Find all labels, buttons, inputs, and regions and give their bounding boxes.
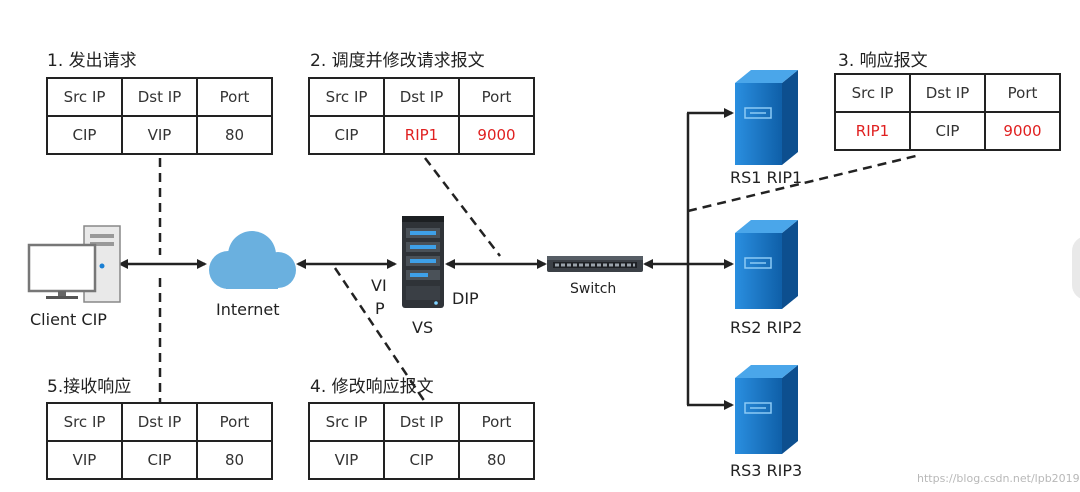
vip-label-line2: P (375, 299, 385, 318)
header-src-ip: Src IP (308, 402, 385, 442)
header-port: Port (984, 73, 1061, 113)
vip-label-line1: VI (371, 276, 387, 295)
src-ip-value: CIP (46, 115, 123, 155)
dst-ip-value: VIP (121, 115, 198, 155)
step1-title: 1. 发出请求 (47, 51, 137, 71)
step2-packet-table: Src IP Dst IP Port CIP RIP1 9000 (308, 77, 535, 155)
rs2-label: RS2 RIP2 (730, 318, 803, 337)
header-port: Port (458, 402, 535, 442)
header-dst-ip: Dst IP (909, 73, 986, 113)
rs3-server-icon (735, 365, 798, 454)
header-src-ip: Src IP (308, 77, 385, 117)
port-value: 80 (196, 115, 273, 155)
port-value: 80 (458, 440, 535, 480)
vs-server-icon (402, 216, 444, 308)
switch-label: Switch (570, 281, 617, 297)
step5-title: 5.接收响应 (47, 377, 132, 397)
header-src-ip: Src IP (46, 77, 123, 117)
port-value: 9000 (458, 115, 535, 155)
internet-label: Internet (216, 300, 280, 319)
header-dst-ip: Dst IP (383, 402, 460, 442)
dst-ip-value: CIP (383, 440, 460, 480)
dst-ip-value: CIP (121, 440, 198, 480)
header-port: Port (196, 402, 273, 442)
header-port: Port (196, 77, 273, 117)
header-dst-ip: Dst IP (121, 77, 198, 117)
step1-packet-table: Src IP Dst IP Port CIP VIP 80 (46, 77, 273, 155)
port-value: 9000 (984, 111, 1061, 151)
rs3-label: RS3 RIP3 (730, 461, 803, 480)
src-ip-value: VIP (46, 440, 123, 480)
step4-title: 4. 修改响应报文 (310, 377, 434, 397)
rs1-server-icon (735, 70, 798, 165)
step3-title: 3. 响应报文 (838, 51, 928, 71)
header-dst-ip: Dst IP (121, 402, 198, 442)
step5-packet-table: Src IP Dst IP Port VIP CIP 80 (46, 402, 273, 480)
dip-label: DIP (452, 289, 479, 308)
watermark-text: https://blog.csdn.net/lpb2019 (917, 472, 1080, 485)
client-computer-icon (27, 225, 121, 303)
step2-title: 2. 调度并修改请求报文 (310, 51, 485, 71)
src-ip-value: RIP1 (834, 111, 911, 151)
internet-cloud-icon (209, 231, 296, 289)
vs-label: VS (412, 318, 434, 337)
dst-ip-value: RIP1 (383, 115, 460, 155)
dashed-link-step2 (424, 157, 501, 257)
dashed-link-step4 (333, 267, 427, 403)
dashed-link-step3 (687, 153, 921, 213)
src-ip-value: VIP (308, 440, 385, 480)
header-src-ip: Src IP (46, 402, 123, 442)
src-ip-value: CIP (308, 115, 385, 155)
switch-icon (547, 256, 643, 272)
rs2-server-icon (735, 220, 798, 309)
dst-ip-value: CIP (909, 111, 986, 151)
rs1-label: RS1 RIP1 (730, 168, 803, 187)
client-label: Client CIP (30, 310, 107, 329)
step4-packet-table: Src IP Dst IP Port VIP CIP 80 (308, 402, 535, 480)
step3-packet-table: Src IP Dst IP Port RIP1 CIP 9000 (834, 73, 1061, 151)
header-src-ip: Src IP (834, 73, 911, 113)
port-value: 80 (196, 440, 273, 480)
header-dst-ip: Dst IP (383, 77, 460, 117)
header-port: Port (458, 77, 535, 117)
edge-scroll-handle[interactable] (1072, 236, 1080, 300)
